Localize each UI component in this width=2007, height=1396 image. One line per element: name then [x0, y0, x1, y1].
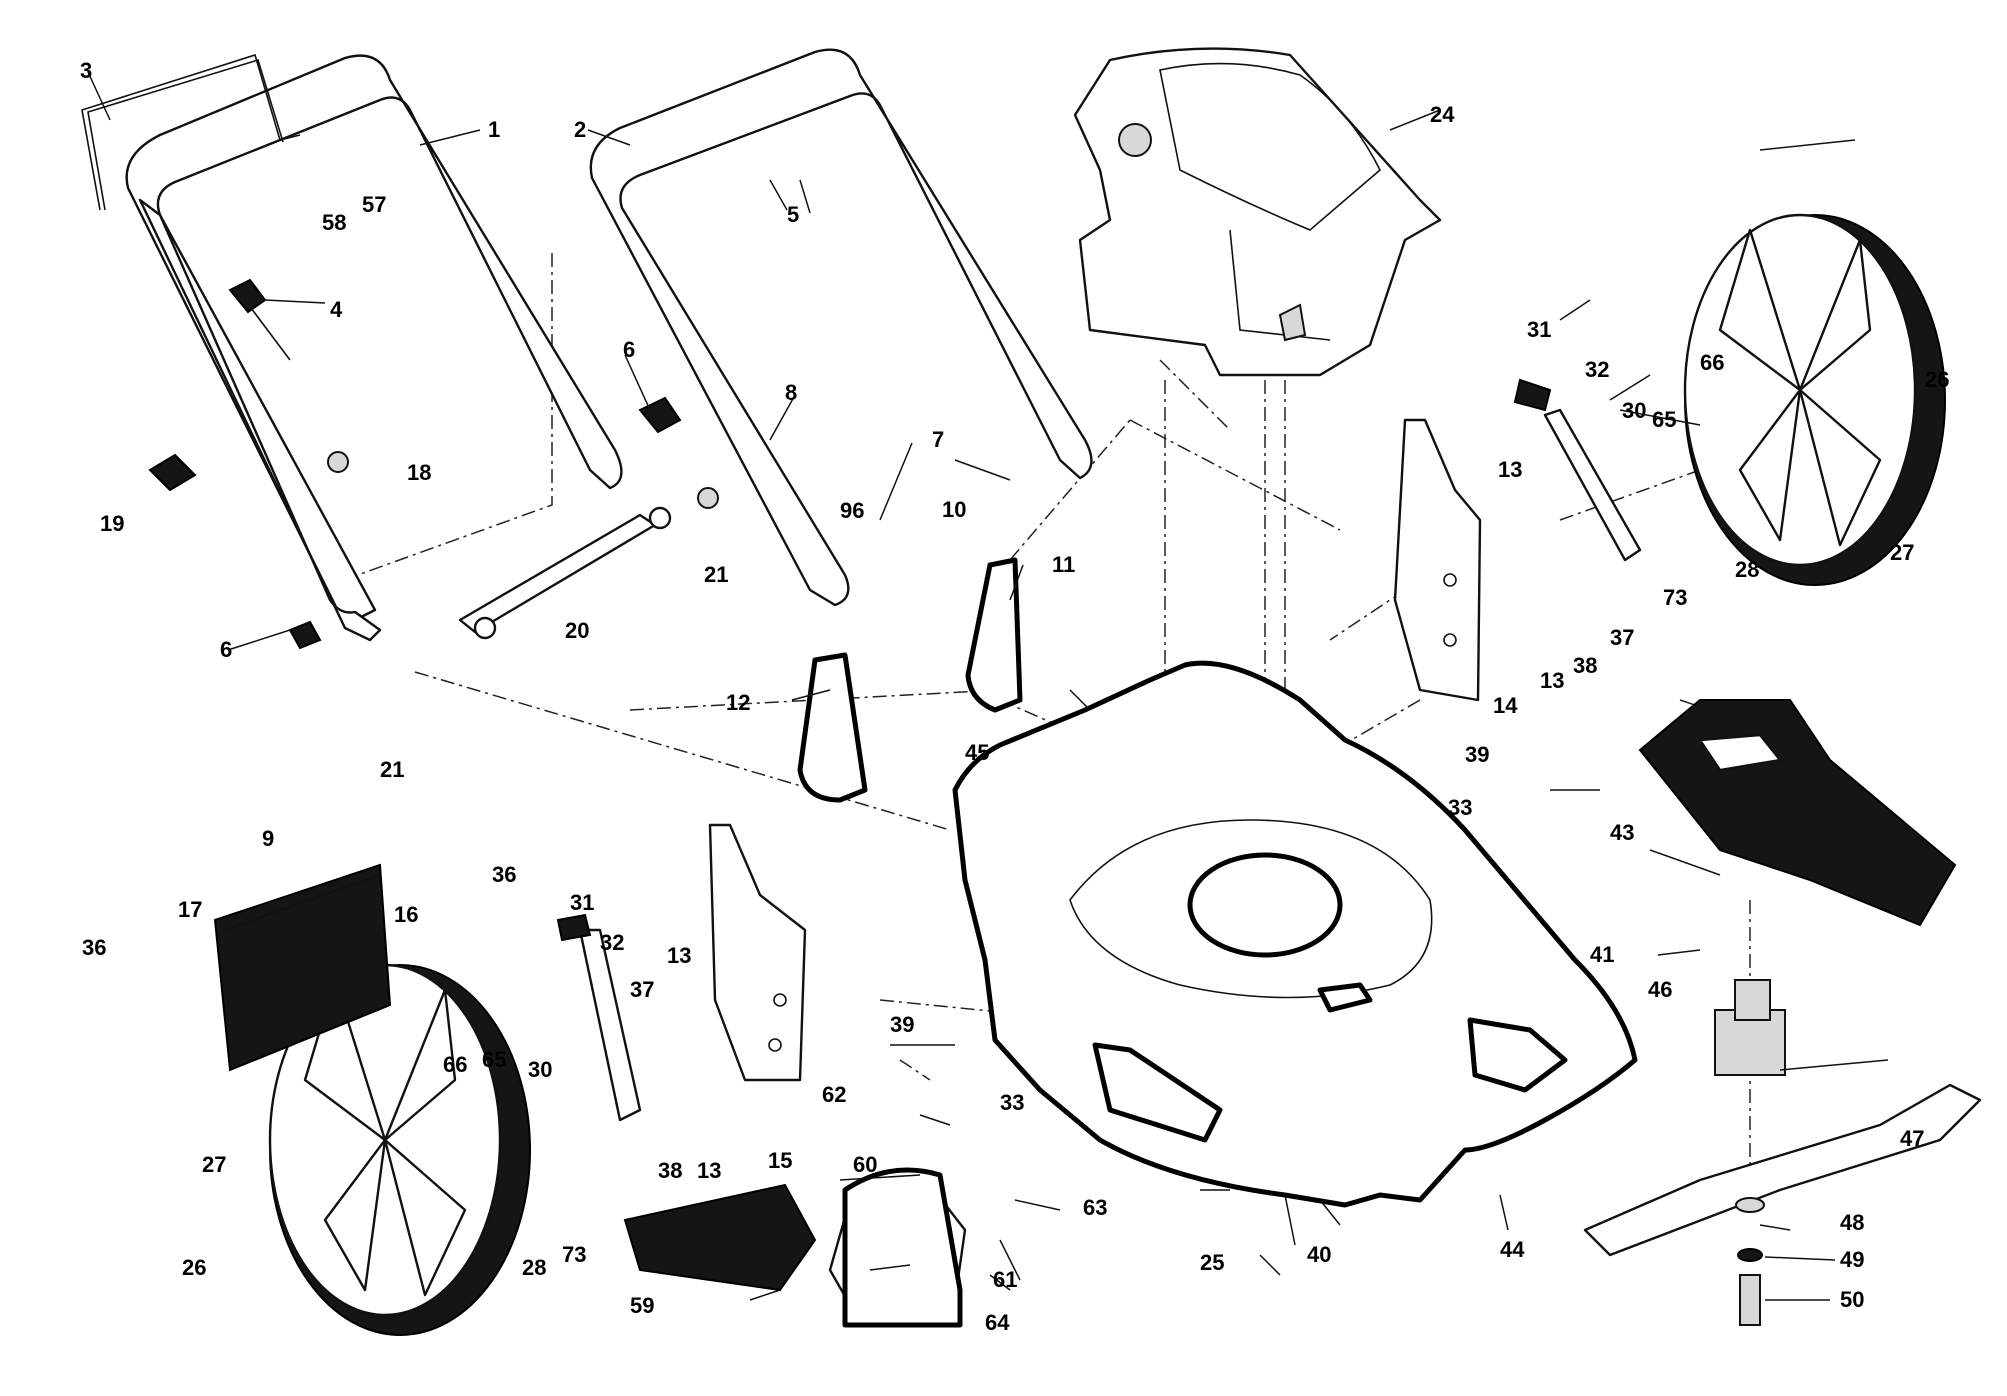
callout-46: 46	[1648, 977, 1672, 1002]
callout-32: 32	[600, 930, 624, 955]
callout-44: 44	[1500, 1237, 1525, 1262]
callout-31: 31	[570, 890, 594, 915]
callout-41: 41	[1590, 942, 1614, 967]
callout-28: 28	[522, 1255, 546, 1280]
callout-14: 14	[1493, 693, 1518, 718]
callout-2: 2	[574, 117, 586, 142]
callout-13: 13	[1498, 457, 1522, 482]
rear-left-wheel	[268, 963, 531, 1336]
callout-11: 11	[1052, 552, 1075, 577]
height-plates	[797, 557, 1023, 803]
callout-73: 73	[1663, 585, 1687, 610]
blade	[1583, 1083, 1982, 1257]
callout-45: 45	[965, 740, 989, 765]
callout-12: 12	[726, 690, 750, 715]
callout-60: 60	[853, 1152, 877, 1177]
callout-7: 7	[932, 427, 944, 452]
leader-lines	[87, 71, 1889, 1301]
callout-20: 20	[565, 618, 589, 643]
callout-18: 18	[407, 460, 431, 485]
height-adjuster	[228, 278, 291, 361]
callout-27: 27	[1890, 540, 1914, 565]
callout-36: 36	[492, 862, 516, 887]
left-bracket	[708, 823, 807, 1082]
callout-10: 10	[942, 497, 966, 522]
callout-38: 38	[1573, 653, 1597, 678]
callout-38: 38	[658, 1158, 682, 1183]
callout-24: 24	[1430, 102, 1455, 127]
callout-37: 37	[1610, 625, 1634, 650]
callout-6: 6	[623, 337, 635, 362]
lower-handle-rod	[458, 506, 672, 640]
callout-1: 1	[488, 117, 500, 142]
callout-27: 27	[202, 1152, 226, 1177]
callout-64: 64	[985, 1310, 1010, 1335]
callout-33: 33	[1448, 795, 1472, 820]
callout-15: 15	[768, 1148, 792, 1173]
callout-48: 48	[1840, 1210, 1864, 1235]
handle-knobs	[148, 396, 719, 650]
callout-33: 33	[1000, 1090, 1024, 1115]
callout-57: 57	[362, 192, 386, 217]
blade-adapter	[1638, 699, 1957, 1076]
callout-26: 26	[1925, 367, 1949, 392]
callout-47: 47	[1900, 1126, 1924, 1151]
callout-96: 96	[840, 498, 864, 523]
upper-handle-left	[125, 54, 623, 642]
callout-66: 66	[443, 1052, 467, 1077]
callout-9: 9	[262, 826, 274, 851]
callout-16: 16	[394, 902, 418, 927]
callout-19: 19	[100, 511, 124, 536]
callout-61: 61	[993, 1267, 1017, 1292]
callout-43: 43	[1610, 820, 1634, 845]
callout-39: 39	[890, 1012, 914, 1037]
callout-30: 30	[528, 1057, 552, 1082]
callout-49: 49	[1840, 1247, 1864, 1272]
axle-arms	[556, 378, 1642, 1122]
callout-3: 3	[80, 58, 92, 83]
callout-6: 6	[220, 637, 232, 662]
bail-control-rod	[81, 53, 301, 211]
callout-62: 62	[822, 1082, 846, 1107]
upper-handle-right	[589, 48, 1093, 607]
callout-13: 13	[1540, 668, 1564, 693]
right-bracket	[1393, 418, 1482, 702]
callout-58: 58	[322, 210, 346, 235]
callout-21: 21	[704, 562, 728, 587]
deflector	[842, 1167, 963, 1328]
callout-17: 17	[178, 897, 202, 922]
callout-30: 30	[1622, 398, 1646, 423]
callout-28: 28	[1735, 557, 1759, 582]
mower-deck	[952, 660, 1638, 1208]
callout-13: 13	[667, 943, 691, 968]
callout-4: 4	[330, 297, 343, 322]
callout-26: 26	[182, 1255, 206, 1280]
callout-59: 59	[630, 1293, 654, 1318]
callout-39: 39	[1465, 742, 1489, 767]
callout-50: 50	[1840, 1287, 1864, 1312]
callout-31: 31	[1527, 317, 1551, 342]
callout-40: 40	[1307, 1242, 1331, 1267]
callout-13: 13	[697, 1158, 721, 1183]
callout-65: 65	[482, 1047, 506, 1072]
blade-bolt	[1735, 1197, 1765, 1326]
engine	[1073, 47, 1442, 377]
callout-25: 25	[1200, 1250, 1224, 1275]
callout-65: 65	[1652, 407, 1676, 432]
callout-5: 5	[787, 202, 799, 227]
callout-32: 32	[1585, 357, 1609, 382]
front-right-wheel	[1683, 213, 1946, 586]
callout-8: 8	[785, 380, 797, 405]
callout-36: 36	[82, 935, 106, 960]
callout-73: 73	[562, 1242, 586, 1267]
callout-labels: 1 2 3 4 5 6 6 7 8 9 10 11 12 13 13 13 13…	[80, 58, 1949, 1335]
rear-flap	[213, 863, 392, 1072]
callout-21: 21	[380, 757, 404, 782]
callout-66: 66	[1700, 350, 1724, 375]
callout-63: 63	[1083, 1195, 1107, 1220]
callout-37: 37	[630, 977, 654, 1002]
